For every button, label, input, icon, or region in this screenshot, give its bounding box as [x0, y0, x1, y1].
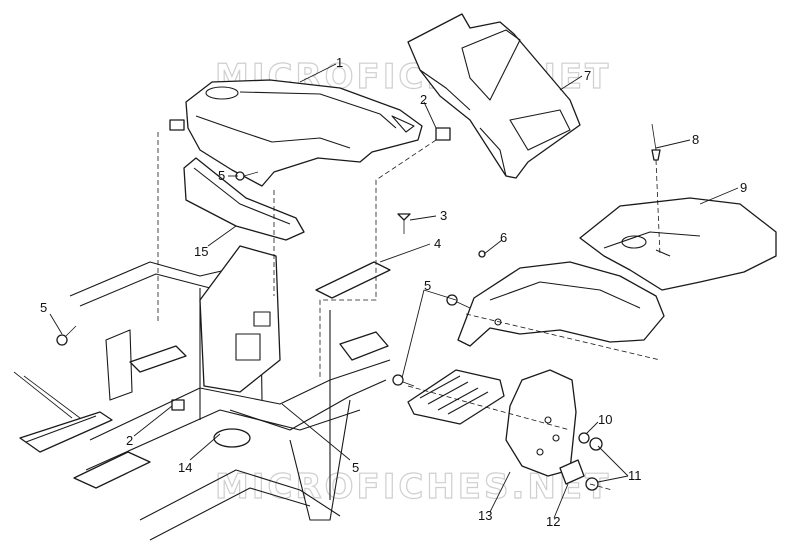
part-5-bolt-mid: [446, 294, 471, 309]
callout-1: 1: [336, 55, 343, 70]
part-3-screw: [397, 213, 411, 234]
callout-9: 9: [740, 180, 747, 195]
callout-14: 14: [178, 460, 192, 475]
part-2-clip-left: [169, 119, 185, 131]
callout-4: 4: [434, 236, 441, 251]
part-10-washer: [578, 432, 590, 444]
callout-12: 12: [546, 514, 560, 529]
part-15-shield: [183, 157, 305, 241]
part-6-rivet: [478, 250, 486, 258]
leader-lines: [49, 63, 739, 519]
callout-7: 7: [584, 68, 591, 83]
callout-6: 6: [500, 230, 507, 245]
callout-5-upper: 5: [218, 168, 225, 183]
footrest-pad: [407, 369, 505, 425]
part-5-bolt-left: [56, 325, 77, 346]
part-8-rod: [651, 123, 661, 257]
callout-2-bottom: 2: [126, 433, 133, 448]
part-7-front-cover: [407, 13, 581, 179]
part-12-bracket: [559, 459, 585, 485]
callout-3: 3: [440, 208, 447, 223]
callout-10: 10: [598, 412, 612, 427]
part-4-plate: [315, 261, 391, 299]
part-2-clip-right: [435, 127, 451, 141]
part-2-clip-lower: [171, 399, 185, 411]
callout-8: 8: [692, 132, 699, 147]
callout-2-top: 2: [420, 92, 427, 107]
part-1-front-panel: [185, 79, 423, 187]
callout-5-left: 5: [40, 300, 47, 315]
callout-13: 13: [478, 508, 492, 523]
part-11-nut-lower: [585, 477, 599, 491]
part-6-fender: [457, 261, 665, 347]
callout-15: 15: [194, 244, 208, 259]
part-9-rear-fender: [579, 197, 777, 291]
frame: [13, 245, 391, 541]
part-5-bolt-lower: [392, 374, 415, 387]
alignment-lines: [157, 132, 661, 491]
part-13-mud-flap: [505, 369, 577, 477]
callout-5-mid: 5: [424, 278, 431, 293]
callout-5-lower: 5: [352, 460, 359, 475]
callout-11: 11: [628, 468, 642, 483]
